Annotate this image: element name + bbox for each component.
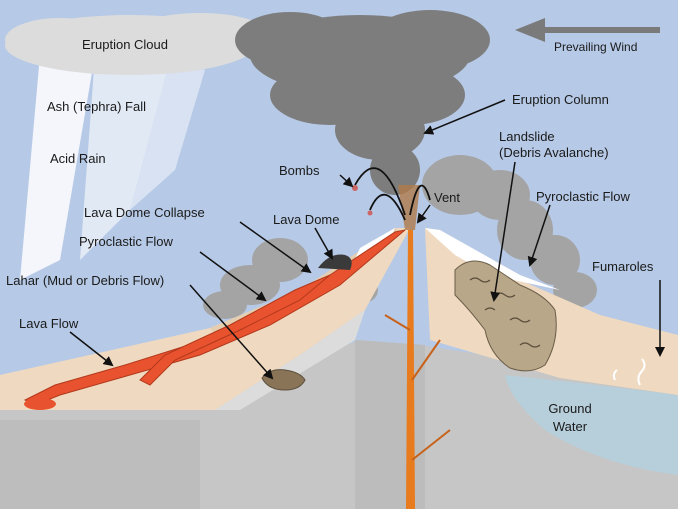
lava-flow-pointer xyxy=(69,331,114,367)
ash-and-rain-streaks xyxy=(20,55,205,280)
lava-pool xyxy=(24,398,56,410)
eruption-column-pointer xyxy=(423,99,506,135)
debris-texture xyxy=(469,277,541,348)
lava-dome-collapse-pointer xyxy=(239,221,312,274)
bombs-pointer xyxy=(339,174,354,188)
right-snow xyxy=(425,228,560,290)
label-ground-water-line1: Ground xyxy=(548,401,592,416)
magma-dikes xyxy=(384,314,451,461)
vent-pointer xyxy=(416,204,431,224)
label-vent: Vent xyxy=(434,190,461,205)
label-lava-flow: Lava Flow xyxy=(19,316,79,331)
label-acid-rain: Acid Rain xyxy=(50,151,106,166)
label-prevailing-wind: Prevailing Wind xyxy=(554,40,638,54)
bomb-2 xyxy=(367,210,373,216)
label-pyroclastic-flow-right: Pyroclastic Flow xyxy=(536,189,630,204)
pyroclastic-right-pointer xyxy=(527,204,551,267)
label-lava-dome-collapse: Lava Dome Collapse xyxy=(84,205,205,220)
label-landslide-line1: Landslide xyxy=(499,129,555,144)
eruption-cloud-dark xyxy=(235,10,490,195)
debris-avalanche xyxy=(454,260,557,372)
label-lava-dome: Lava Dome xyxy=(273,212,340,227)
lava-dome-shape xyxy=(318,254,352,270)
bomb-1 xyxy=(352,185,358,191)
deep-crust xyxy=(0,420,200,509)
label-eruption-cloud: Eruption Cloud xyxy=(82,37,168,52)
label-lahar: Lahar (Mud or Debris Flow) xyxy=(6,273,165,288)
landslide-pointer xyxy=(490,161,516,302)
label-fumaroles: Fumaroles xyxy=(592,259,654,274)
ground-water xyxy=(505,375,678,475)
fumarole-wisps xyxy=(612,358,646,386)
prevailing-wind-arrow xyxy=(515,18,660,42)
lava-dome-pointer xyxy=(314,227,333,260)
label-pyroclastic-flow-left: Pyroclastic Flow xyxy=(79,234,173,249)
pyroclastic-left-pointer xyxy=(199,251,267,302)
label-landslide-line2: (Debris Avalanche) xyxy=(499,145,609,160)
eruption-cloud-light xyxy=(5,13,270,75)
label-ground-water-line2: Water xyxy=(552,419,588,434)
left-slope xyxy=(0,228,410,410)
leader-lines xyxy=(69,99,665,380)
bomb-trajectories xyxy=(354,167,431,221)
label-eruption-column: Eruption Column xyxy=(512,92,609,107)
lahar-pointer xyxy=(189,284,274,380)
label-ash-fall: Ash (Tephra) Fall xyxy=(47,99,146,114)
magma-conduit xyxy=(406,230,415,509)
pyroclastic-smoke-right xyxy=(422,155,597,308)
label-bombs: Bombs xyxy=(279,163,320,178)
